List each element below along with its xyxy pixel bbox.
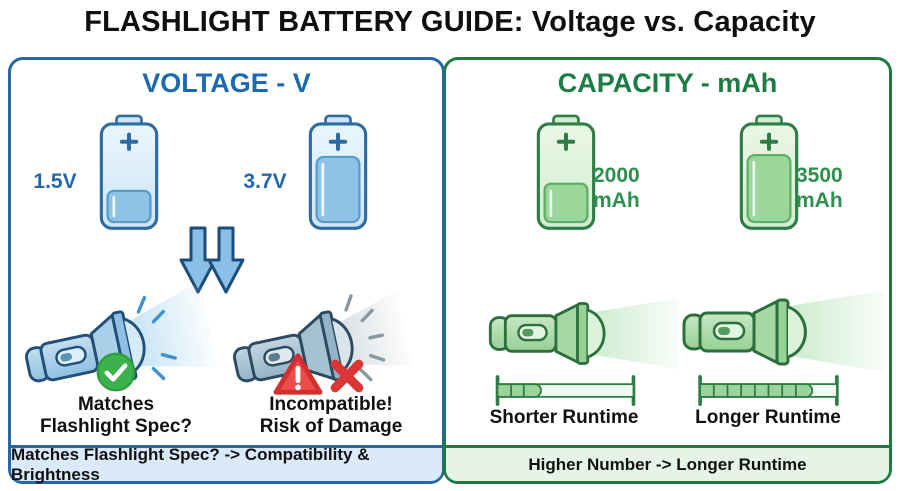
capacity-heading: CAPACITY - mAh xyxy=(557,68,778,98)
long-runtime-label: Longer Runtime xyxy=(695,407,841,428)
battery-2000mah-unit: mAh xyxy=(593,189,640,212)
voltage-panel-body: VOLTAGE - V 1.5V 3.7V xyxy=(11,60,442,445)
incompatible-caption-line1: Incompatible! xyxy=(269,394,393,415)
match-caption-line1: Matches xyxy=(77,394,155,415)
battery-icon-3-7v xyxy=(308,114,368,230)
voltage-footer-text: Matches Flashlight Spec? -> Compatibilit… xyxy=(11,444,370,484)
runtime-gauge-long xyxy=(698,375,839,406)
battery-icon-1-5v xyxy=(99,114,159,230)
cross-icon xyxy=(330,359,364,393)
flashlight-icon-long xyxy=(682,292,885,372)
battery-1-5v-label: 1.5V xyxy=(33,170,77,193)
incompatible-caption: Incompatible! Risk of Damage xyxy=(231,394,431,438)
flashlight-icon-short xyxy=(488,297,679,370)
voltage-heading: VOLTAGE - V xyxy=(142,68,311,98)
short-runtime-label: Shorter Runtime xyxy=(489,407,639,428)
page-title: FLASHLIGHT BATTERY GUIDE: Voltage vs. Ca… xyxy=(84,6,816,38)
battery-3-7v-label: 3.7V xyxy=(243,170,287,193)
double-down-arrow-icon xyxy=(179,226,245,294)
battery-3500mah-unit: mAh xyxy=(796,189,843,212)
capacity-panel: CAPACITY - mAh 2000 mAh xyxy=(443,57,892,484)
battery-3500mah-value: 3500 xyxy=(796,164,843,187)
battery-icon-2000mah xyxy=(536,114,596,230)
battery-3500mah-label: 3500 mAh xyxy=(796,163,843,213)
flashlight-icon-incompatible xyxy=(232,291,412,383)
battery-2000mah-value: 2000 xyxy=(593,164,640,187)
battery-icon-3500mah xyxy=(739,114,799,230)
match-caption-line2: Flashlight Spec? xyxy=(39,416,193,437)
voltage-footer: Matches Flashlight Spec? -> Compatibilit… xyxy=(11,445,442,484)
capacity-footer: Higher Number -> Longer Runtime xyxy=(446,445,889,481)
battery-2000mah-label: 2000 mAh xyxy=(593,163,640,213)
capacity-footer-text: Higher Number -> Longer Runtime xyxy=(528,454,807,474)
runtime-gauge-short xyxy=(495,375,636,406)
capacity-panel-body: CAPACITY - mAh 2000 mAh xyxy=(446,60,889,445)
voltage-panel: VOLTAGE - V 1.5V 3.7V xyxy=(8,57,445,484)
warning-triangle-icon xyxy=(273,353,323,395)
check-circle-icon xyxy=(96,352,136,392)
incompatible-caption-line2: Risk of Damage xyxy=(259,416,403,437)
match-caption: Matches Flashlight Spec? xyxy=(26,394,206,438)
